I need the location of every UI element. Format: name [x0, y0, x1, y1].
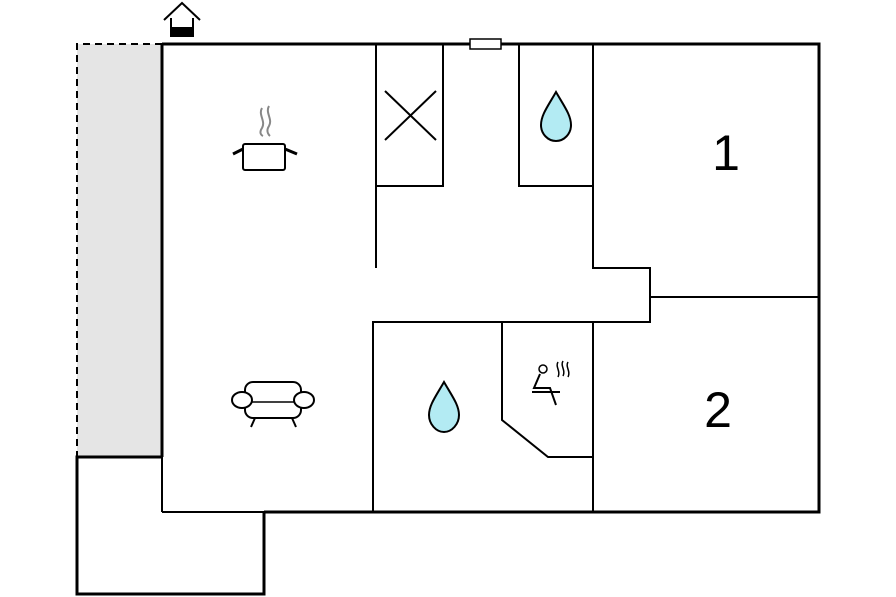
sauna-icon — [532, 360, 570, 406]
water-drop-icon — [427, 379, 461, 434]
room-label-bedroom-1: 1 — [712, 125, 740, 181]
window-marker — [469, 38, 502, 50]
interior-walls — [372, 44, 819, 512]
cross-icon — [384, 90, 437, 141]
lower-left-annex — [75, 455, 266, 596]
sofa-icon — [231, 381, 315, 428]
house-entrance-icon — [163, 1, 201, 37]
cooking-pot-icon — [232, 105, 298, 171]
water-drop-icon — [539, 89, 573, 143]
room-label-bedroom-2: 2 — [704, 382, 732, 438]
terrace — [76, 43, 162, 457]
